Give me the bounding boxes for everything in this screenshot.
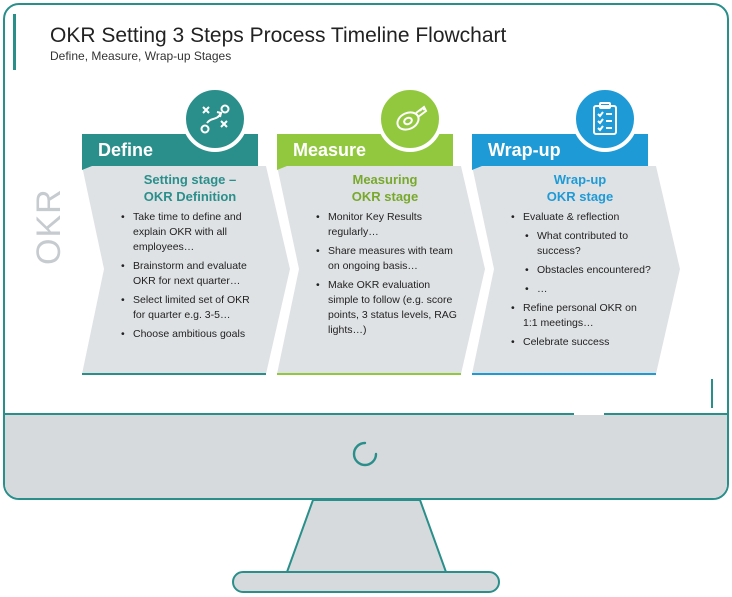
wrapup-title-line1: Wrap-up (553, 172, 607, 187)
checklist-clipboard-icon (574, 88, 636, 150)
stage-define-header: Define (98, 140, 154, 160)
list-item: Take time to define and explain OKR with… (121, 210, 261, 255)
page-subtitle: Define, Measure, Wrap-up Stages (50, 49, 232, 63)
measure-stage-title: Measuring OKR stage (305, 171, 465, 205)
list-item: Obstacles encountered? (525, 263, 653, 278)
monitor-bezel (5, 413, 727, 498)
list-item: Celebrate success (511, 335, 653, 350)
define-title-line2: OKR Definition (143, 189, 237, 204)
stage-wrapup-header: Wrap-up (488, 140, 561, 160)
strategy-play-icon (184, 88, 246, 150)
list-item: Refine personal OKR on 1:1 meetings… (511, 301, 653, 331)
wrapup-title-line2: OKR stage (546, 189, 614, 204)
define-bullet-list: Take time to define and explain OKR with… (121, 210, 261, 346)
list-item: Share measures with team on ongoing basi… (316, 244, 458, 274)
define-stage-title: Setting stage – OKR Definition (110, 171, 270, 205)
list-item: Make OKR evaluation simple to follow (e.… (316, 278, 458, 338)
bezel-notch (574, 413, 604, 415)
list-item: Monitor Key Results regularly… (316, 210, 458, 240)
list-item: Select limited set of OKR for quarter e.… (121, 293, 261, 323)
power-button-icon[interactable] (348, 437, 382, 471)
right-accent-bar (711, 379, 713, 408)
measure-title-line1: Measuring (352, 172, 418, 187)
left-accent-bar (13, 14, 16, 70)
list-item: … (525, 282, 653, 297)
measuring-tape-icon (379, 88, 441, 150)
list-item: Choose ambitious goals (121, 327, 261, 342)
list-item: What contributed to success? (525, 229, 653, 259)
stage-measure-header: Measure (293, 140, 367, 160)
page-title: OKR Setting 3 Steps Process Timeline Flo… (50, 24, 507, 47)
measure-bullet-list: Monitor Key Results regularly… Share mea… (316, 210, 458, 342)
list-item: Evaluate & reflection (511, 210, 653, 225)
define-title-line1: Setting stage – (143, 172, 237, 187)
wrapup-stage-title: Wrap-up OKR stage (500, 171, 660, 205)
measure-title-line2: OKR stage (351, 189, 419, 204)
list-item: Brainstorm and evaluate OKR for next qua… (121, 259, 261, 289)
wrapup-bullet-list: Evaluate & reflection What contributed t… (511, 210, 653, 354)
